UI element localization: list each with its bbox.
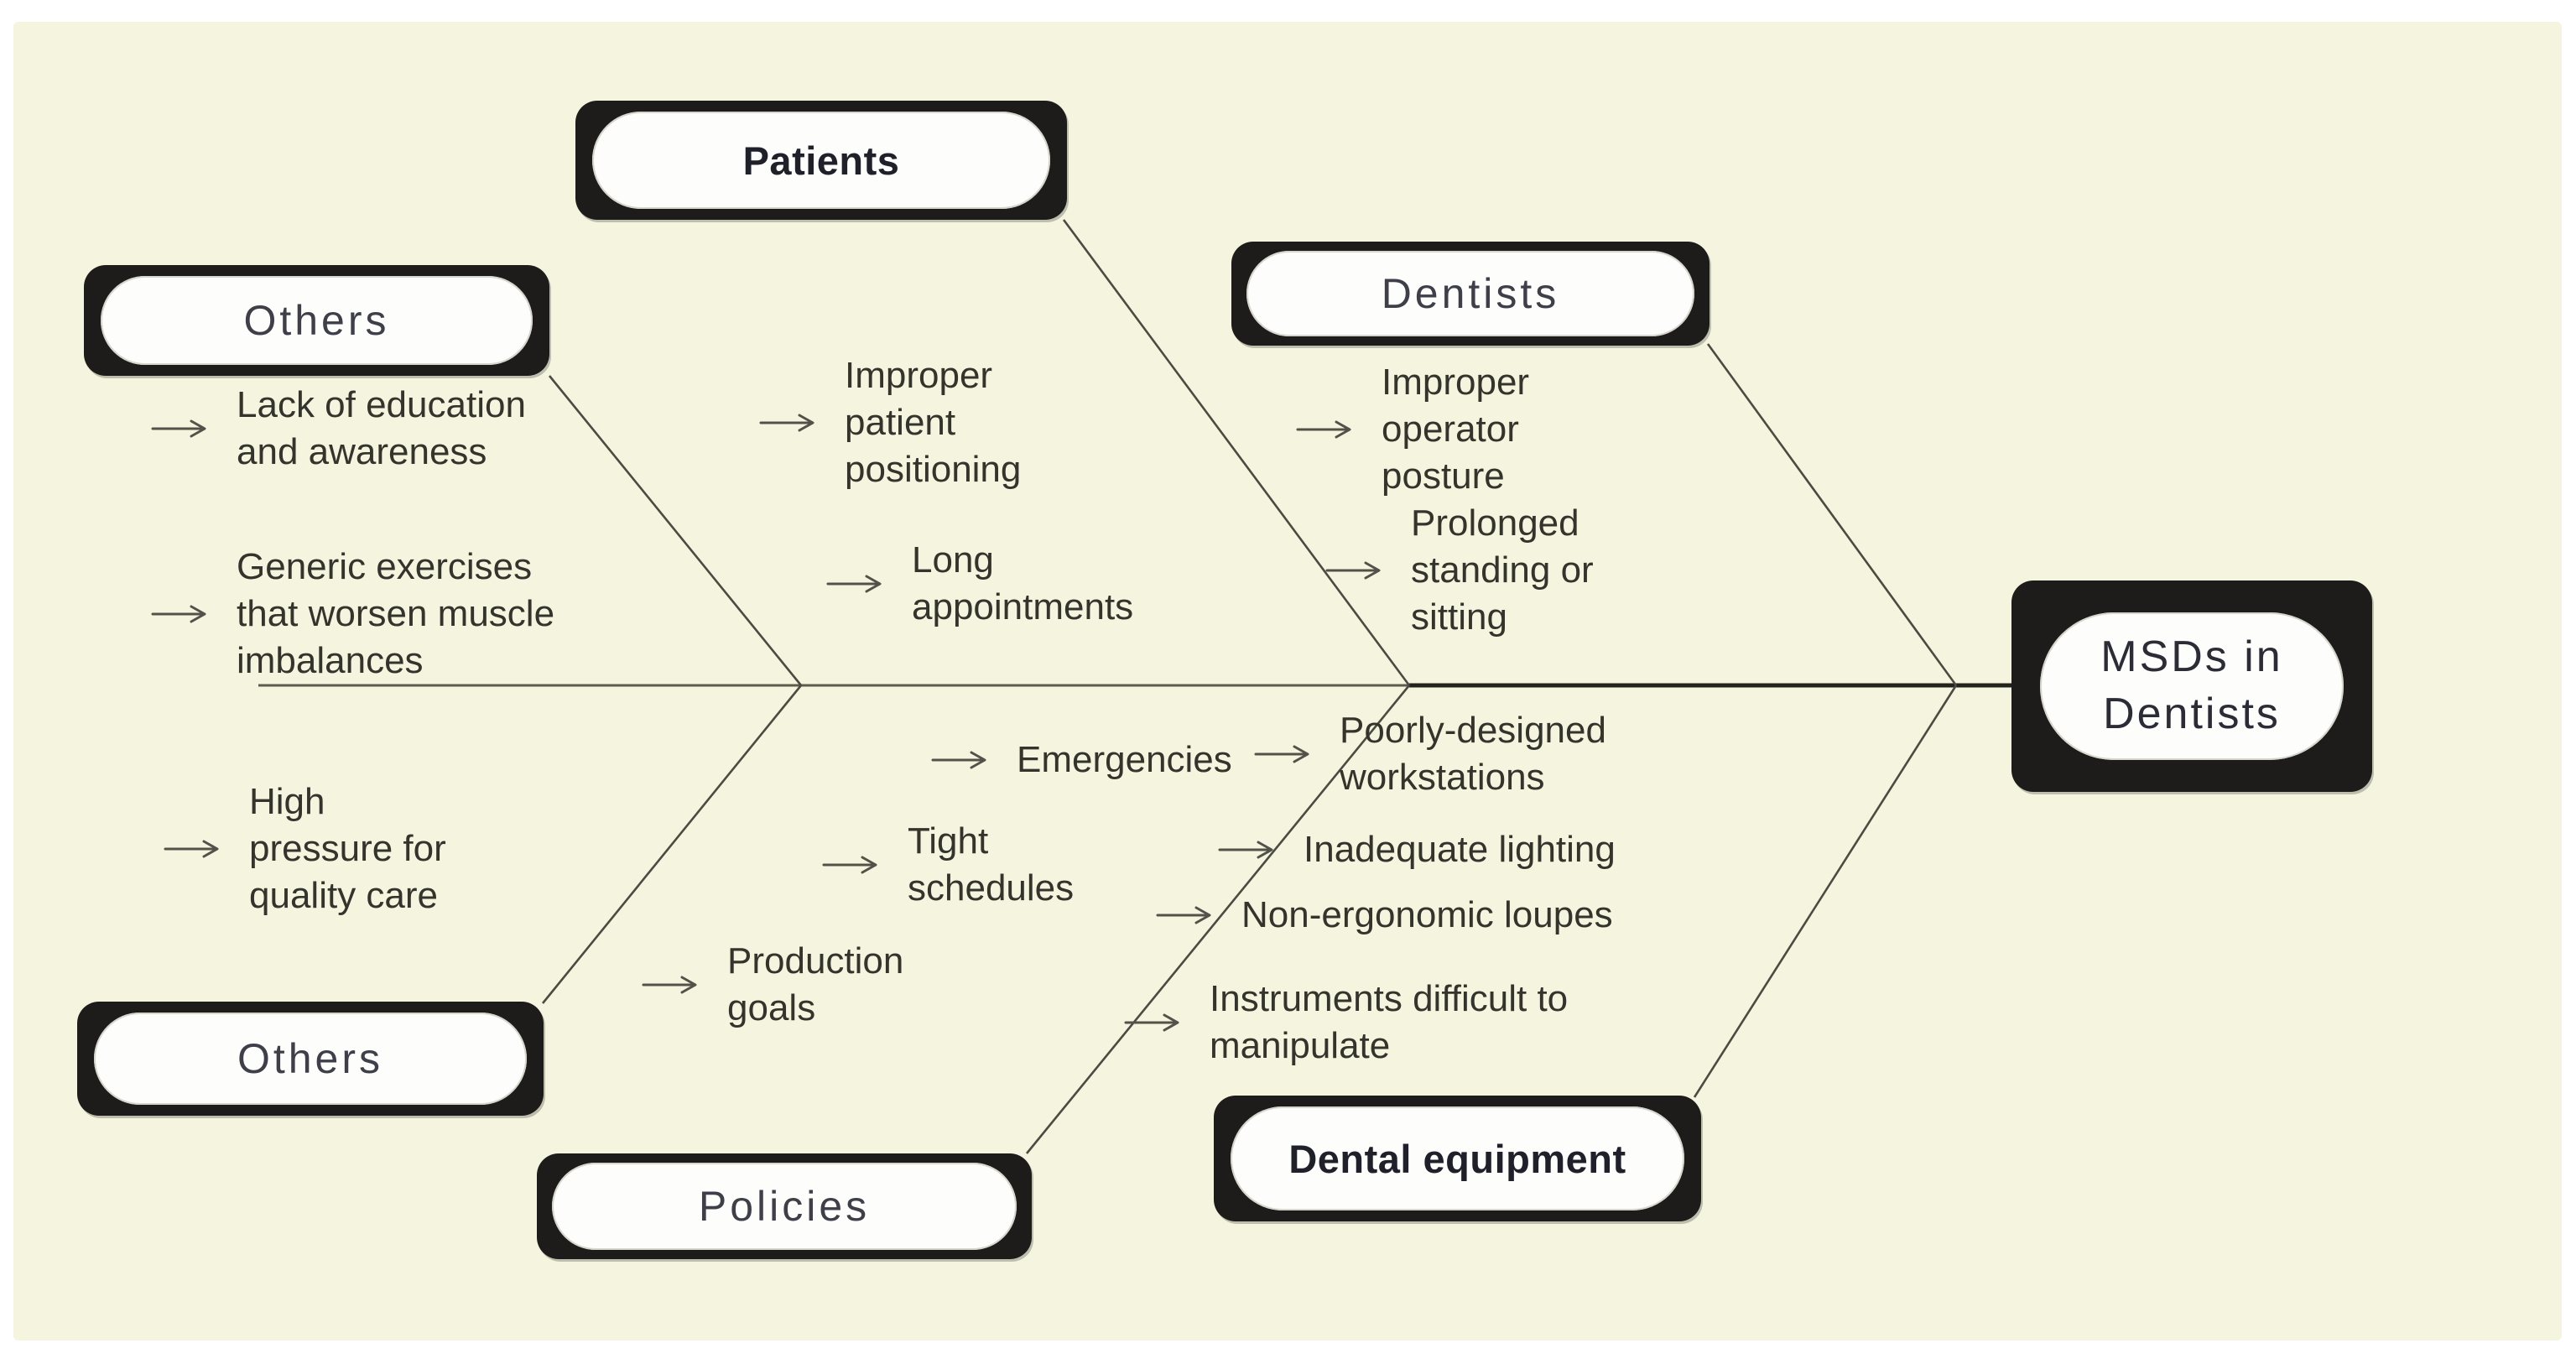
cause-item: Long appointments [826, 537, 1133, 631]
right-arrow-icon [822, 854, 887, 876]
cause-text: Improper operator posture [1382, 362, 1530, 497]
cause-item: Poorly-designed workstations [1254, 707, 1606, 801]
rib-others-top [548, 375, 803, 686]
right-arrow-icon [1156, 904, 1221, 926]
right-arrow-icon [1218, 839, 1283, 861]
category-box-dentists: Dentists [1231, 242, 1710, 346]
rib-dental-equipment [1693, 685, 1958, 1098]
right-arrow-icon [1296, 419, 1361, 440]
category-box-patients: Patients [575, 101, 1067, 220]
right-arrow-icon [1124, 1012, 1189, 1033]
right-arrow-icon [759, 412, 825, 434]
cause-text: Emergencies [1017, 739, 1232, 780]
cause-text: Production goals [727, 940, 904, 1028]
right-arrow-icon [931, 749, 997, 771]
cause-text: Long appointments [912, 539, 1134, 627]
category-label-others-top: Others [243, 297, 390, 344]
cause-item: Improper patient positioning [759, 352, 1021, 493]
cause-text: Prolonged standing or sitting [1411, 502, 1594, 638]
cause-item: High pressure for quality care [164, 778, 446, 919]
cause-text: Inadequate lighting [1304, 829, 1616, 870]
cause-text: Non-ergonomic loupes [1241, 894, 1613, 935]
cause-item: Lack of education and awareness [151, 382, 526, 476]
rib-patients [1062, 219, 1411, 686]
effect-pill: MSDs in Dentists [2040, 612, 2344, 760]
category-pill-others-bottom: Others [94, 1013, 527, 1105]
category-box-policies: Policies [537, 1153, 1032, 1259]
category-label-others-bottom: Others [237, 1035, 384, 1082]
cause-item: Instruments difficult to manipulate [1124, 976, 1568, 1070]
rib-others-bottom [541, 685, 803, 1004]
right-arrow-icon [151, 603, 216, 625]
cause-item: Generic exercises that worsen muscle imb… [151, 544, 554, 685]
category-box-others-bottom: Others [77, 1002, 544, 1116]
cause-item: Prolonged standing or sitting [1325, 500, 1594, 641]
category-label-patients: Patients [742, 138, 900, 183]
cause-item: Inadequate lighting [1218, 826, 1616, 873]
effect-label: MSDs in Dentists [2100, 633, 2283, 738]
cause-item: Improper operator posture [1296, 359, 1529, 500]
cause-text: Generic exercises that worsen muscle imb… [237, 546, 555, 681]
cause-item: Production goals [642, 938, 903, 1032]
category-label-policies: Policies [698, 1183, 871, 1230]
category-pill-dental-equipment: Dental equipment [1231, 1106, 1684, 1210]
cause-text: Lack of education and awareness [237, 384, 526, 472]
category-box-dental-equipment: Dental equipment [1214, 1096, 1701, 1221]
category-pill-policies: Policies [552, 1163, 1017, 1250]
category-label-dental-equipment: Dental equipment [1288, 1136, 1626, 1181]
right-arrow-icon [1325, 560, 1391, 581]
right-arrow-icon [642, 974, 707, 996]
right-arrow-icon [826, 573, 892, 595]
cause-text: Instruments difficult to manipulate [1210, 978, 1569, 1066]
cause-text: High pressure for quality care [249, 781, 446, 916]
right-arrow-icon [164, 838, 229, 860]
right-arrow-icon [1254, 743, 1319, 765]
cause-text: Tight schedules [908, 820, 1075, 908]
rib-policies [1025, 685, 1411, 1154]
category-label-dentists: Dentists [1381, 270, 1560, 317]
cause-item: Tight schedules [822, 818, 1074, 912]
category-box-others-top: Others [84, 265, 549, 376]
category-pill-patients: Patients [592, 112, 1050, 209]
right-arrow-icon [151, 418, 216, 440]
cause-item: Emergencies [931, 737, 1232, 784]
effect-box: MSDs in Dentists [2011, 580, 2372, 792]
cause-text: Poorly-designed workstations [1340, 710, 1606, 798]
rib-dentists [1706, 343, 1958, 686]
category-pill-others-top: Others [101, 276, 533, 365]
cause-item: Non-ergonomic loupes [1156, 892, 1613, 939]
cause-text: Improper patient positioning [845, 355, 1022, 490]
category-pill-dentists: Dentists [1246, 251, 1694, 336]
